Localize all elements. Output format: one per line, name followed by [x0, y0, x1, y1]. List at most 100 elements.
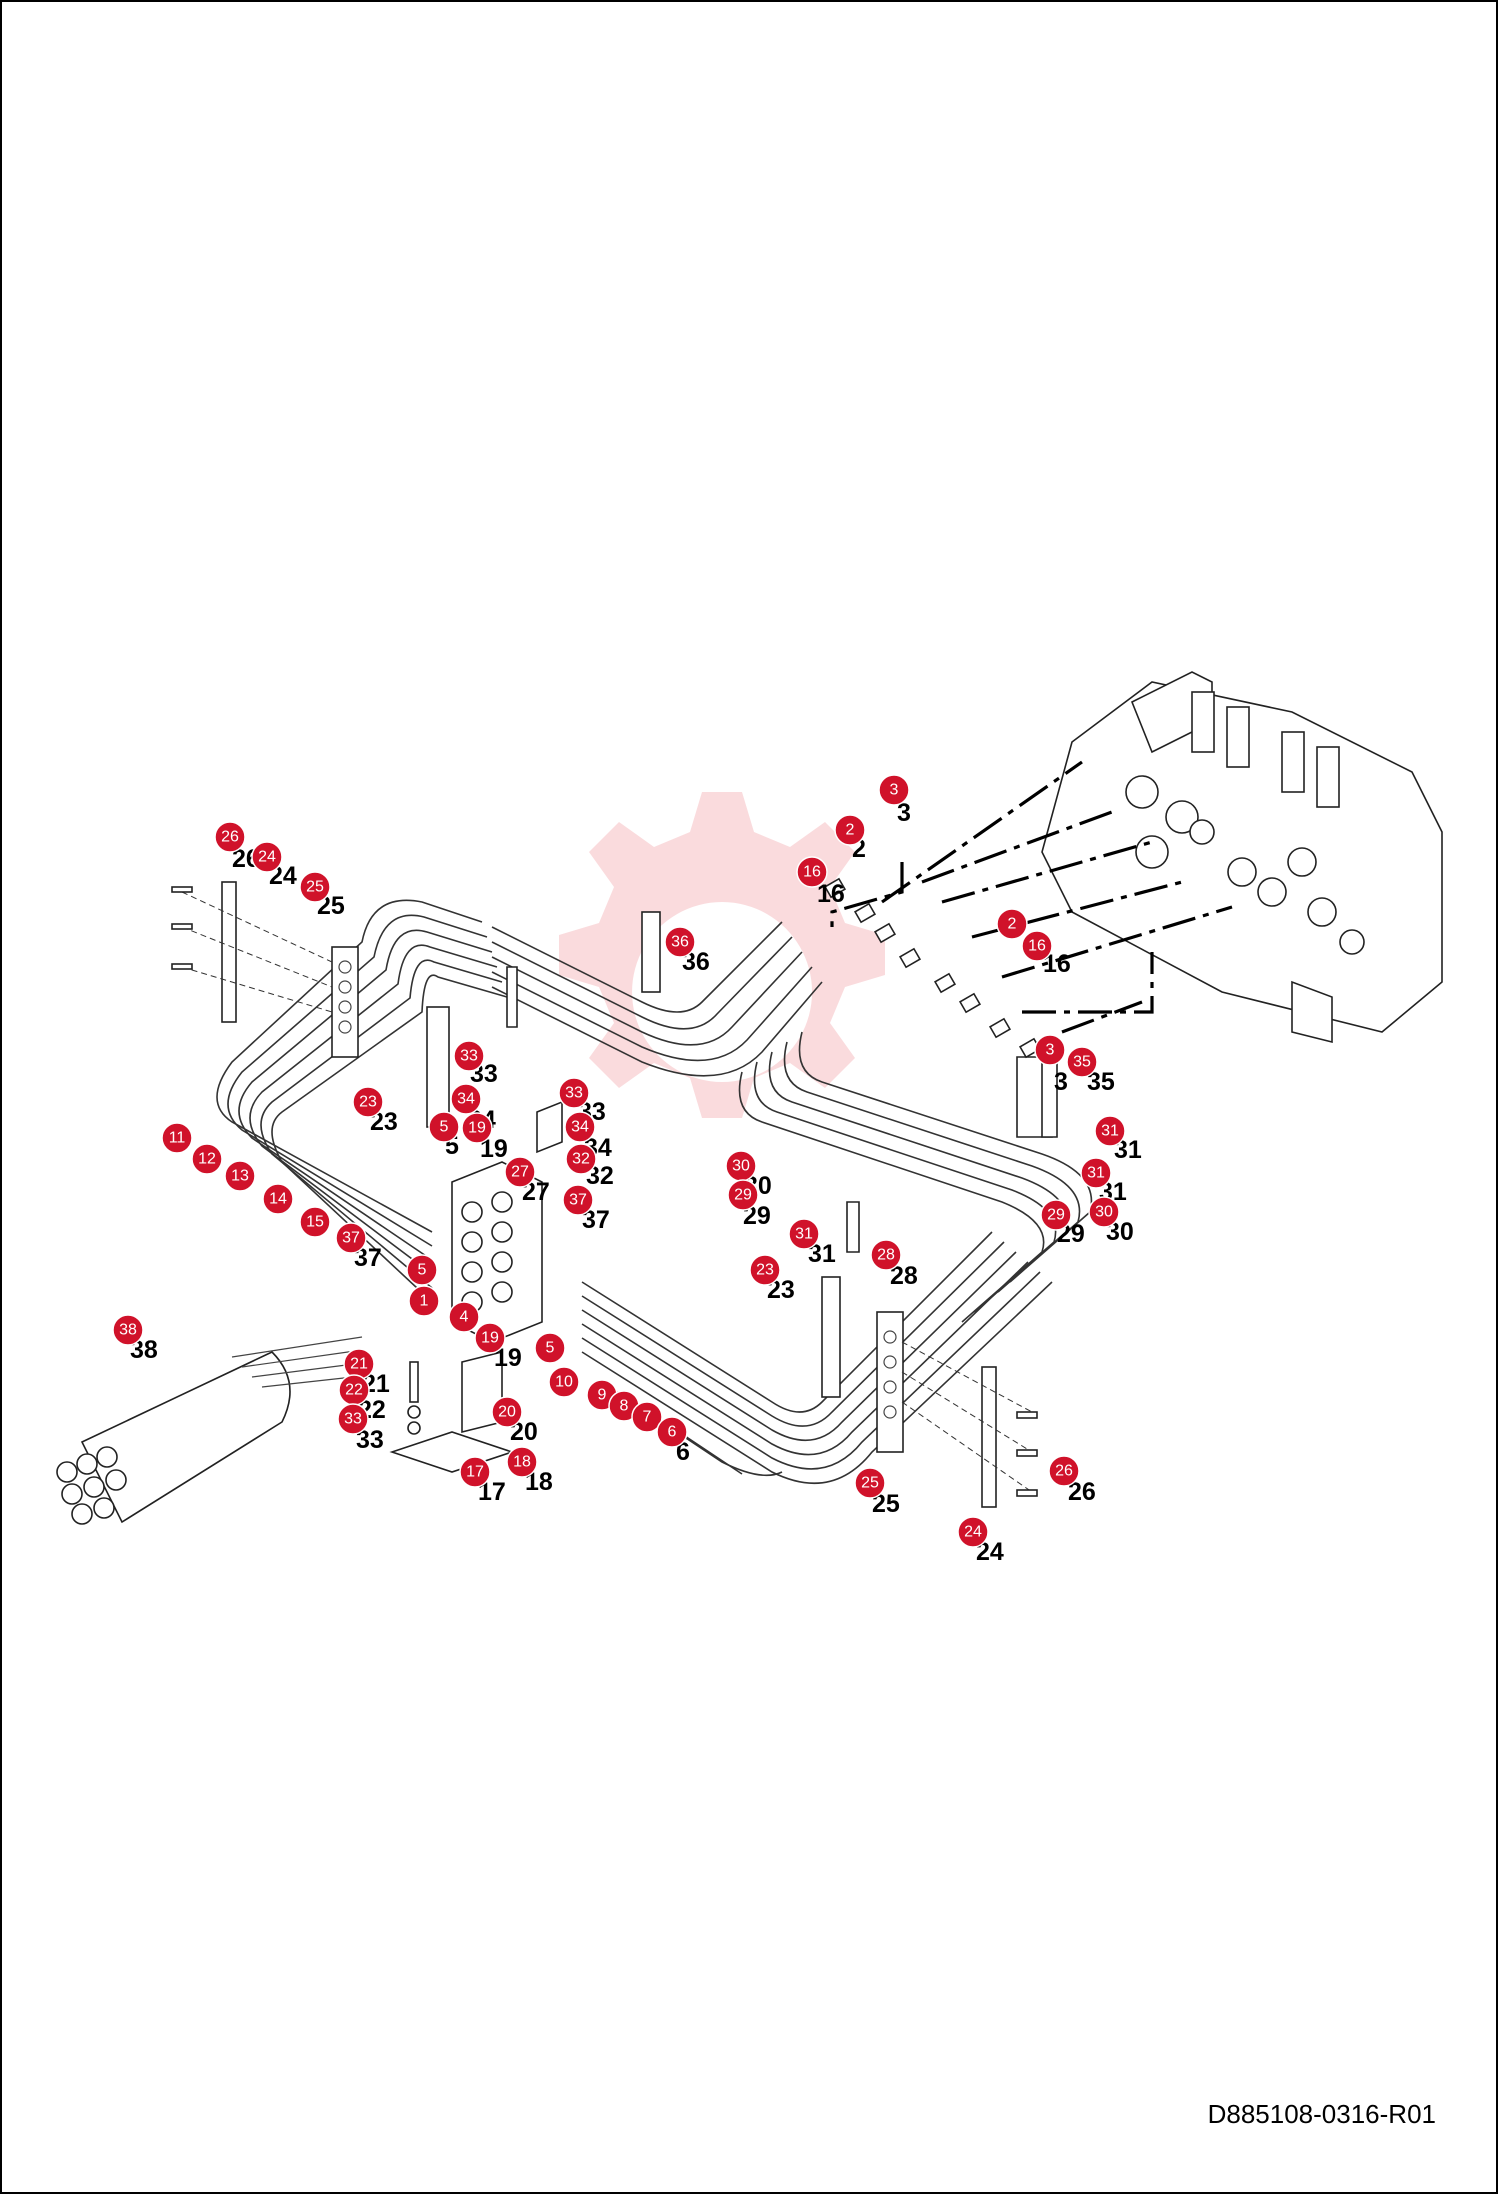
- part-callout[interactable]: 20: [491, 1396, 523, 1428]
- part-callout[interactable]: 19: [461, 1112, 493, 1144]
- part-callout[interactable]: 23: [749, 1254, 781, 1286]
- callout-badge[interactable]: [474, 1322, 506, 1354]
- part-callout[interactable]: 27: [504, 1156, 536, 1188]
- part-callout[interactable]: 15: [299, 1206, 331, 1238]
- part-callout[interactable]: 26: [214, 821, 246, 853]
- callout-badge[interactable]: [562, 1184, 594, 1216]
- callout-badge[interactable]: [558, 1077, 590, 1109]
- callout-badge[interactable]: [337, 1403, 369, 1435]
- part-callout[interactable]: 5: [428, 1111, 460, 1143]
- callout-badge[interactable]: [491, 1396, 523, 1428]
- callout-badge[interactable]: [461, 1112, 493, 1144]
- callout-badge[interactable]: [564, 1111, 596, 1143]
- part-callout[interactable]: 21: [343, 1348, 375, 1380]
- callout-badge[interactable]: [299, 1206, 331, 1238]
- callout-badge[interactable]: [112, 1314, 144, 1346]
- part-callout[interactable]: 36: [664, 926, 696, 958]
- callout-badge[interactable]: [448, 1301, 480, 1333]
- callout-badge[interactable]: [1021, 930, 1053, 962]
- callout-badge[interactable]: [1034, 1034, 1066, 1066]
- callout-badge[interactable]: [504, 1156, 536, 1188]
- callout-badge[interactable]: [664, 926, 696, 958]
- callout-badge[interactable]: [224, 1160, 256, 1192]
- part-callout[interactable]: 24: [251, 841, 283, 873]
- part-callout[interactable]: 16: [1021, 930, 1053, 962]
- part-callout[interactable]: 19: [474, 1322, 506, 1354]
- part-callout[interactable]: 24: [957, 1516, 989, 1548]
- callout-badge[interactable]: [459, 1456, 491, 1488]
- part-callout[interactable]: 12: [191, 1143, 223, 1175]
- part-callout[interactable]: 17: [459, 1456, 491, 1488]
- callout-badge[interactable]: [727, 1179, 759, 1211]
- part-callout[interactable]: 29: [727, 1179, 759, 1211]
- part-callout[interactable]: 5: [534, 1332, 566, 1364]
- callout-badge[interactable]: [1088, 1196, 1120, 1228]
- callout-badge[interactable]: [796, 856, 828, 888]
- callout-badge[interactable]: [749, 1254, 781, 1286]
- callout-badge[interactable]: [352, 1086, 384, 1118]
- callout-badge[interactable]: [631, 1401, 663, 1433]
- part-callout[interactable]: 33: [558, 1077, 590, 1109]
- part-callout[interactable]: 34: [450, 1083, 482, 1115]
- part-callout[interactable]: 25: [854, 1467, 886, 1499]
- part-callout[interactable]: 31: [1080, 1157, 1112, 1189]
- part-callout[interactable]: 14: [262, 1183, 294, 1215]
- callout-badge[interactable]: [251, 841, 283, 873]
- callout-badge[interactable]: [1040, 1199, 1072, 1231]
- part-callout[interactable]: 37: [562, 1184, 594, 1216]
- part-callout[interactable]: 25: [299, 871, 331, 903]
- callout-badge[interactable]: [534, 1332, 566, 1364]
- callout-badge[interactable]: [506, 1446, 538, 1478]
- callout-badge[interactable]: [161, 1122, 193, 1154]
- part-callout[interactable]: 32: [565, 1143, 597, 1175]
- callout-badge[interactable]: [408, 1285, 440, 1317]
- part-callout[interactable]: 1: [408, 1285, 440, 1317]
- callout-badge[interactable]: [878, 774, 910, 806]
- callout-badge[interactable]: [335, 1222, 367, 1254]
- part-callout[interactable]: 2: [834, 814, 866, 846]
- part-callout[interactable]: 23: [352, 1086, 384, 1118]
- part-callout[interactable]: 2: [996, 908, 1028, 940]
- callout-badge[interactable]: [957, 1516, 989, 1548]
- part-callout[interactable]: 28: [870, 1239, 902, 1271]
- callout-badge[interactable]: [1066, 1046, 1098, 1078]
- callout-badge[interactable]: [214, 821, 246, 853]
- part-callout[interactable]: 18: [506, 1446, 538, 1478]
- part-callout[interactable]: 35: [1066, 1046, 1098, 1078]
- part-callout[interactable]: 5: [406, 1254, 438, 1286]
- part-callout[interactable]: 31: [788, 1218, 820, 1250]
- part-callout[interactable]: 22: [338, 1374, 370, 1406]
- part-callout[interactable]: 37: [335, 1222, 367, 1254]
- part-callout[interactable]: 38: [112, 1314, 144, 1346]
- callout-badge[interactable]: [656, 1416, 688, 1448]
- callout-badge[interactable]: [548, 1366, 580, 1398]
- callout-badge[interactable]: [788, 1218, 820, 1250]
- callout-badge[interactable]: [450, 1083, 482, 1115]
- callout-badge[interactable]: [1080, 1157, 1112, 1189]
- part-callout[interactable]: 34: [564, 1111, 596, 1143]
- callout-badge[interactable]: [1048, 1455, 1080, 1487]
- callout-badge[interactable]: [406, 1254, 438, 1286]
- part-callout[interactable]: 33: [453, 1040, 485, 1072]
- part-callout[interactable]: 29: [1040, 1199, 1072, 1231]
- part-callout[interactable]: 13: [224, 1160, 256, 1192]
- callout-badge[interactable]: [299, 871, 331, 903]
- part-callout[interactable]: 31: [1094, 1115, 1126, 1147]
- part-callout[interactable]: 4: [448, 1301, 480, 1333]
- callout-badge[interactable]: [1094, 1115, 1126, 1147]
- part-callout[interactable]: 30: [725, 1150, 757, 1182]
- part-callout[interactable]: 10: [548, 1366, 580, 1398]
- part-callout[interactable]: 30: [1088, 1196, 1120, 1228]
- callout-badge[interactable]: [191, 1143, 223, 1175]
- part-callout[interactable]: 7: [631, 1401, 663, 1433]
- part-callout[interactable]: 26: [1048, 1455, 1080, 1487]
- part-callout[interactable]: 6: [656, 1416, 688, 1448]
- part-callout[interactable]: 3: [878, 774, 910, 806]
- callout-badge[interactable]: [854, 1467, 886, 1499]
- part-callout[interactable]: 16: [796, 856, 828, 888]
- callout-badge[interactable]: [870, 1239, 902, 1271]
- callout-badge[interactable]: [834, 814, 866, 846]
- callout-badge[interactable]: [996, 908, 1028, 940]
- part-callout[interactable]: 33: [337, 1403, 369, 1435]
- callout-badge[interactable]: [453, 1040, 485, 1072]
